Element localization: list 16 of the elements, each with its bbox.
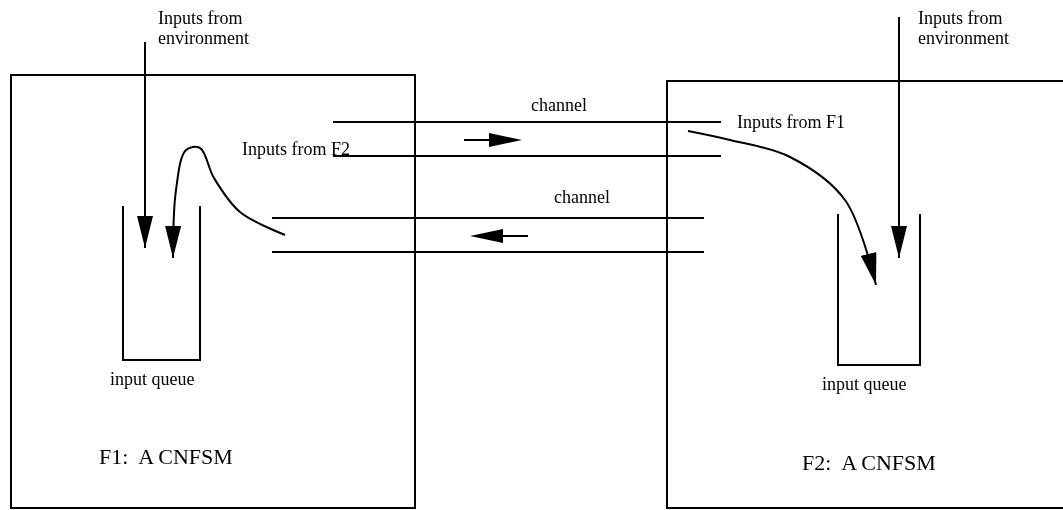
machine-title: F2: A CNFSM	[802, 450, 936, 476]
channel-label: channel	[554, 187, 610, 207]
input-source-label: Inputs from environment	[158, 8, 250, 48]
queue-label: input queue	[822, 374, 907, 394]
arrow	[687, 130, 877, 286]
channel-label: channel	[531, 95, 587, 115]
machine-title: F1: A CNFSM	[99, 444, 233, 470]
machine-box	[10, 74, 416, 509]
arrow	[891, 16, 907, 259]
edge-label: Inputs from F1	[737, 112, 845, 132]
edge-label: Inputs from F2	[242, 139, 350, 159]
input-source-label: Inputs from environment	[918, 8, 1010, 48]
arrow	[165, 145, 286, 259]
arrow	[137, 41, 153, 249]
machine-box	[666, 80, 1063, 509]
queue-label: input queue	[110, 369, 195, 389]
